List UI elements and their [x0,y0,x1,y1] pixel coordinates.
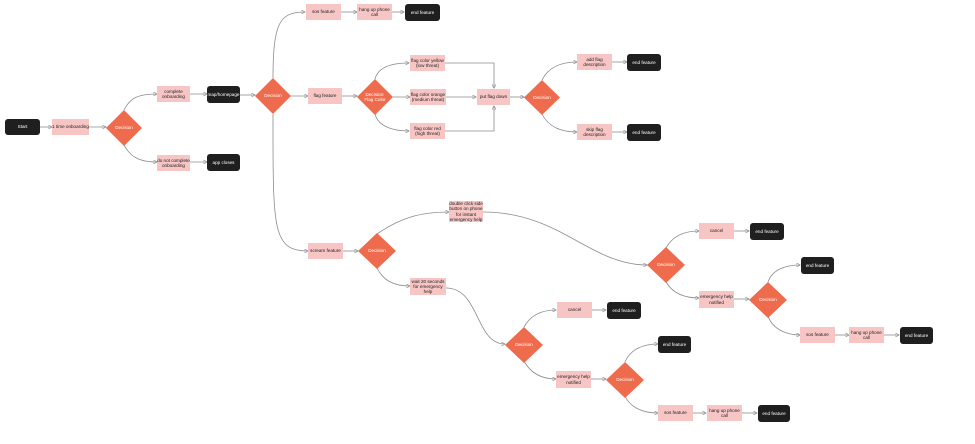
edge-main-scream [272,113,308,251]
double-click-node: double click side button on phone for in… [449,200,483,222]
edge-decision-complete [123,94,157,111]
end-feature-skip-desc: end feature [627,124,661,141]
decision-double-click: Decision [647,247,685,283]
edge-dwh-sos [624,395,658,413]
end-feature-sos-dc: end feature [900,327,933,344]
emergency-help-notified-dc: emergency help notified [699,291,734,308]
map-homepage-node: map/homepage [207,86,240,103]
decision-flag-color: Decision: Flag Color [357,79,393,115]
flag-yellow-node: flag color yellow (low threat) [410,55,445,71]
end-feature-cancel-wait: end feature [607,302,641,319]
end-feature-help-dc: end feature [801,257,834,274]
complete-onboarding-node: complete onboarding [157,86,190,102]
decision-onboarding: Decision [106,110,142,146]
flag-feature-node: flag feature [308,88,342,104]
app-closes-node: app closes [207,154,240,171]
not-complete-onboarding-node: do not complete onboarding [157,155,190,171]
edge-fd-skip [541,113,577,132]
edge-dw-help [523,360,556,379]
edge-dwh-end [624,344,658,363]
end-feature-add-desc: end feature [627,54,661,71]
decision-help-dc: Decision [749,282,787,318]
decision-scream: Decision [358,233,396,269]
add-flag-description-node: add flag description [577,54,612,70]
end-feature-cancel-dc: end feature [750,223,784,240]
edge-ddc-help [665,281,699,298]
cancel-node-wait: cancel [557,302,592,318]
cancel-node-dc: cancel [699,223,734,239]
sos-feature-dc: sos feature [800,327,835,343]
hangup-call-top: hang up phone call [357,4,392,20]
edge-yellow-put [445,62,494,88]
decision-main: Decision [255,78,291,114]
end-feature-help-wait: end feature [658,336,691,353]
edge-red-put [445,106,494,132]
edge-dw-cancel [523,310,556,328]
edge-fd-add [541,62,577,81]
emergency-help-notified-wait: emergency help notified [556,371,591,388]
edge-decision-notcomplete [123,144,157,162]
end-feature-sos-wait: end feature [758,405,790,422]
wait-20-seconds-node: wait 20 seconds for emergency help [410,278,446,295]
edge-ddh-sos [767,315,800,335]
start-node: Start [5,119,40,135]
put-flag-down-node: put flag down [477,89,510,105]
edge-ddc-cancel [665,231,699,249]
skip-flag-description-node: skip flag description [577,124,612,140]
hangup-call-dc: hang up phone call [849,327,884,343]
sos-feature-top: sos feature [306,4,341,20]
hangup-call-wait: hang up phone call [707,405,742,421]
edge-ddh-end [767,265,800,283]
edge-fc-red [374,113,409,131]
edge-wait-decision [445,287,505,344]
edge-ds-dc [376,212,449,235]
flag-red-node: flag color red (high threat) [410,123,445,139]
edge-ds-wait [376,267,410,286]
sos-feature-wait: sos feature [658,405,693,421]
edge-fc-yellow [374,63,409,80]
end-feature-top: end feature [405,4,440,21]
flag-orange-node: flag color orange (medium threat) [410,89,446,105]
onboarding-node: 1 time onboarding [52,119,89,135]
decision-wait: Decision [505,327,543,363]
decision-help-wait: Decision [606,362,644,398]
edge-dc-decision [482,211,647,265]
scream-feature-node: scream feature [308,243,343,259]
edge-main-sos [272,12,305,79]
decision-flag-description: Decision [524,80,560,115]
